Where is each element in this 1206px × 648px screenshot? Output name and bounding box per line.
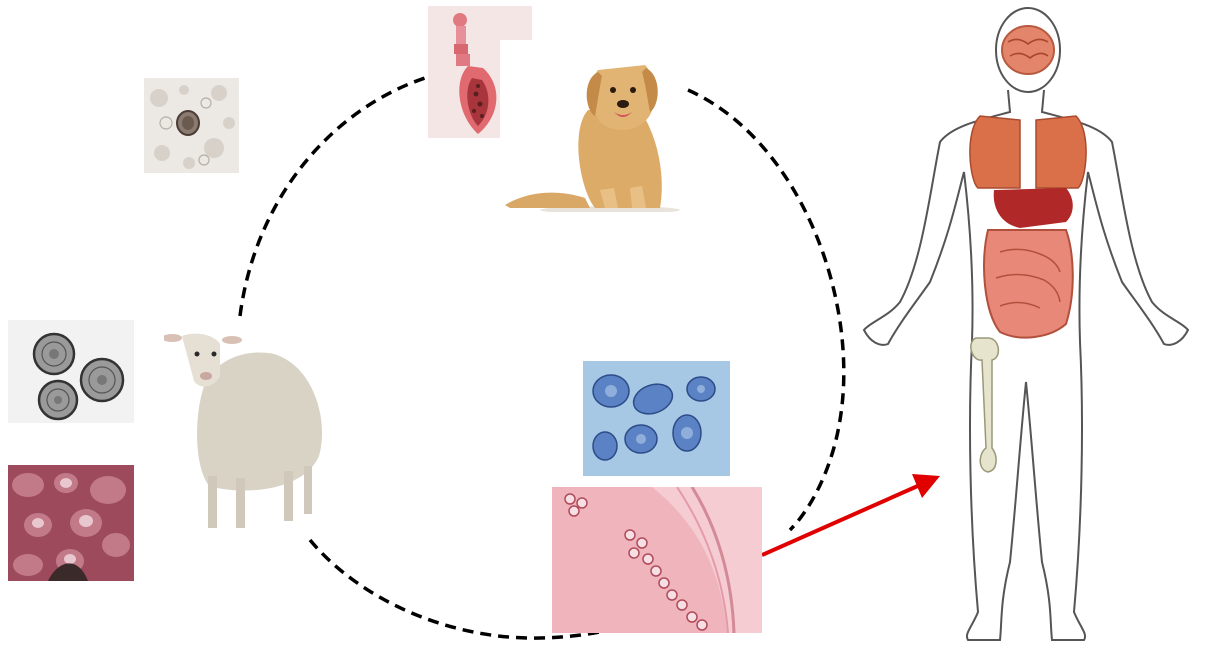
egg-cluster-micrograph-icon — [8, 320, 134, 423]
protoscolex-micrograph-icon — [583, 361, 730, 476]
sheep-icon — [164, 326, 328, 532]
cyst-histology-icon — [552, 487, 762, 633]
cycle-path-upper-left — [240, 78, 425, 316]
human-body-organs-icon — [860, 2, 1202, 646]
hydatid-cyst-tissue-icon — [8, 465, 134, 581]
parasite-egg-micrograph-icon — [144, 78, 239, 173]
dog-icon — [500, 40, 680, 212]
